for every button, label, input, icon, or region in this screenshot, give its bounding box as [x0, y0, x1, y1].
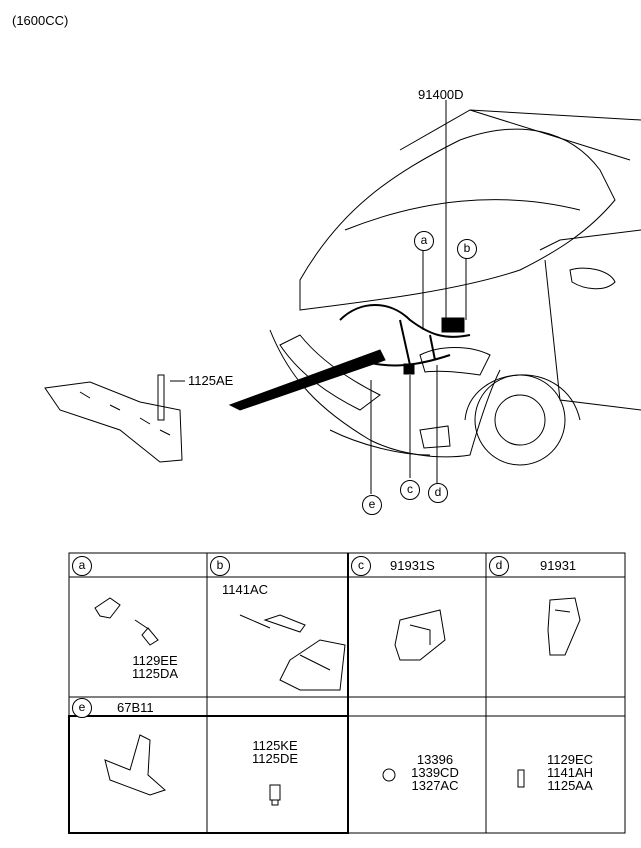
callout-b: b — [457, 239, 477, 259]
cell-b-part: 1141AC — [222, 582, 269, 597]
pointer-strip — [228, 349, 386, 411]
cell-d-part: 91931 — [540, 558, 577, 573]
part-1125ae-label: 1125AE — [188, 373, 234, 388]
cell-d-letter: d — [489, 556, 509, 576]
fog-lamp — [419, 425, 451, 449]
harness-connector-b — [441, 317, 465, 333]
grille — [279, 334, 381, 411]
nut-part-3: 1327AC — [411, 778, 459, 793]
bolt-1125ae — [157, 374, 165, 421]
hood-crease — [344, 199, 581, 231]
part-91400d-label: 91400D — [418, 87, 464, 102]
wheel-arch — [464, 374, 581, 421]
nuts-list: 13396 1339CD 1327AC — [400, 753, 470, 792]
screws-list: 1129EC 1141AH 1125AA — [535, 753, 605, 792]
cell-e-letter: e — [72, 698, 92, 718]
screw-drawing — [517, 769, 525, 788]
bracket-detail — [79, 391, 171, 436]
clip-a-drawing — [94, 597, 159, 646]
nut-part-2: 1339CD — [411, 765, 459, 780]
harness-connector-c — [403, 363, 415, 375]
screw-part-3: 1125AA — [547, 778, 593, 793]
clip-c-drawing — [394, 609, 446, 661]
engine-note: (1600CC) — [12, 13, 69, 28]
cell-a-letter: a — [72, 556, 92, 576]
bracket-part — [44, 381, 183, 463]
mirror — [569, 267, 616, 290]
cell-c-letter: c — [351, 556, 371, 576]
wheel-hub — [494, 394, 546, 446]
bracket-e-drawing — [104, 734, 166, 796]
bolt-b-drawing — [239, 614, 306, 633]
clip-d-drawing — [547, 597, 581, 656]
windshield — [399, 109, 641, 161]
callout-a: a — [414, 231, 434, 251]
screw-part-2: 1141AH — [546, 765, 593, 780]
callout-c: c — [400, 480, 420, 500]
callout-e: e — [362, 495, 382, 515]
screw-part-1: 1129EC — [546, 752, 593, 767]
bolts-list: 1125KE 1125DE — [240, 739, 310, 765]
lower-intake — [329, 429, 431, 456]
cell-a-part-2: 1125DA — [131, 666, 178, 681]
bracket-b-drawing — [279, 639, 346, 691]
cell-a-parts-list: 1129EE 1125DA — [120, 654, 190, 680]
bolt-part-2: 1125DE — [251, 751, 298, 766]
cell-e-part: 67B11 — [117, 700, 154, 715]
cell-c-part: 91931S — [390, 558, 435, 573]
headlamp — [419, 347, 491, 376]
callout-d: d — [428, 483, 448, 503]
nut-part-1: 13396 — [416, 752, 454, 767]
cell-a-part-1: 1129EE — [132, 653, 178, 668]
cell-b-letter: b — [210, 556, 230, 576]
bolt-part-1: 1125KE — [252, 738, 298, 753]
hood-outline — [299, 128, 616, 311]
nut-drawing — [382, 768, 396, 782]
bolt-kedewing — [269, 784, 281, 806]
